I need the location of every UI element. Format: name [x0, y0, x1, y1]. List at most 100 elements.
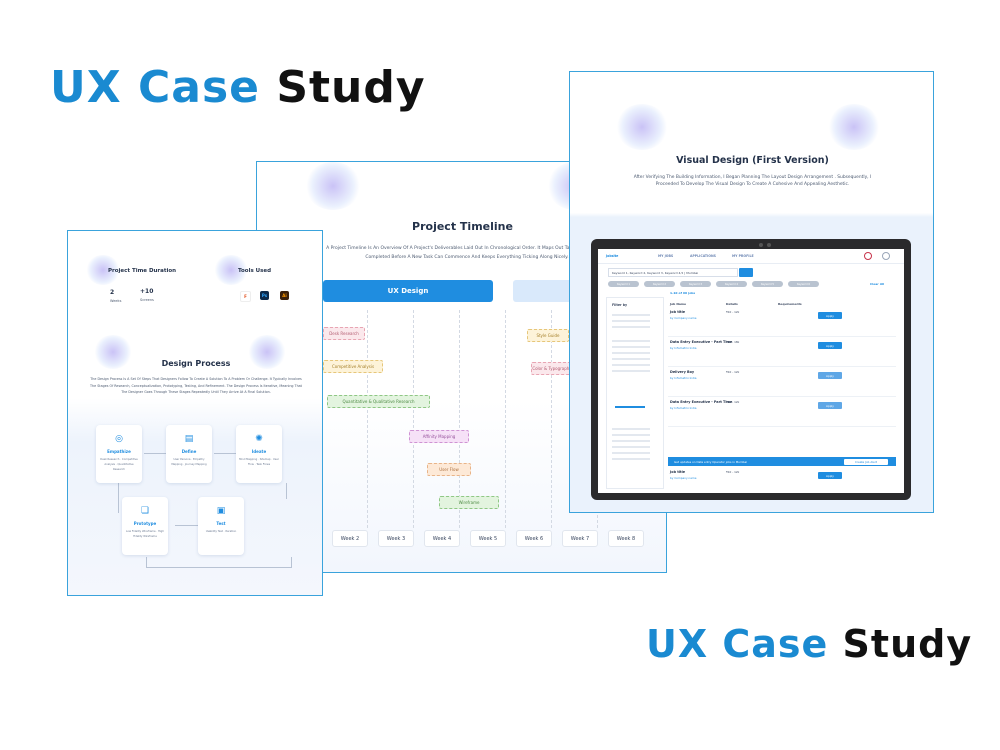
- week-label: Week 5: [470, 530, 506, 547]
- settings-icon[interactable]: [882, 252, 890, 260]
- document-icon: ▤: [184, 434, 194, 444]
- create-job-alert-button[interactable]: Create Job Alert: [844, 458, 888, 465]
- step-empathize: ◎ Empathize Desk Research · Competitive …: [96, 425, 142, 483]
- week-label: Week 6: [516, 530, 552, 547]
- step-description: Mind Mapping · Sitemap · User Flow · Tas…: [239, 458, 279, 466]
- job-salary: ₹10 - 12k: [726, 310, 740, 314]
- salary-slider[interactable]: [615, 406, 645, 408]
- filter-option[interactable]: [612, 458, 650, 460]
- nav-my-jobs[interactable]: MY JOBS: [658, 254, 674, 258]
- step-description: Usability Test · Iteration: [205, 530, 237, 533]
- design-process-card: Project Time Duration Tools Used 2 Weeks…: [67, 230, 323, 596]
- filter-option[interactable]: [612, 314, 650, 316]
- filter-option[interactable]: [612, 346, 650, 348]
- flow-connector: [146, 557, 292, 568]
- weeks-unit: Weeks: [110, 299, 122, 303]
- week-label: Week 7: [562, 530, 598, 547]
- flow-connector: [286, 483, 287, 499]
- eye-icon: ◎: [115, 434, 123, 444]
- design-process-description: The Design Process Is A Set Of Steps Tha…: [90, 377, 302, 394]
- footer-title-part-dark: Study: [842, 622, 973, 666]
- task-wireframe: Wireframe: [439, 496, 499, 509]
- keyword-chip[interactable]: Keyword 3: [680, 281, 711, 287]
- flow-connector: [118, 483, 119, 513]
- job-row[interactable]: Delivery Boy by Infomatrix India ₹10 - 1…: [668, 367, 896, 397]
- job-company: by Infomatrix India: [670, 346, 697, 350]
- keyword-chip[interactable]: Keyword 6: [788, 281, 819, 287]
- job-list: Job Name Details Requirements Job title …: [668, 295, 896, 491]
- app-navbar: Jobsite MY JOBS APPLICATIONS MY PROFILE: [598, 249, 904, 264]
- screens-unit: Screens: [140, 298, 154, 302]
- search-button[interactable]: [739, 268, 753, 277]
- layers-icon: ❏: [140, 506, 150, 516]
- task-user-flow: User Flow: [427, 463, 471, 476]
- task-desk-research: Desk Research: [323, 327, 365, 340]
- task-competitive-analysis: Competitive Analysis: [323, 360, 383, 373]
- flow-connector: [214, 453, 238, 454]
- time-duration-label: Project Time Duration: [108, 268, 177, 274]
- job-title: Job title: [670, 470, 686, 474]
- filter-option[interactable]: [612, 358, 650, 360]
- step-description: User Persona · Empathy Mapping · Journey…: [171, 458, 207, 466]
- keyword-chip[interactable]: Keyword 5: [752, 281, 783, 287]
- apply-button[interactable]: Apply: [818, 402, 842, 409]
- keyword-chip[interactable]: Keyword 2: [644, 281, 675, 287]
- filter-option[interactable]: [612, 340, 650, 342]
- step-prototype: ❏ Prototype Low Fidelity Wireframe · Hig…: [122, 497, 168, 555]
- filter-option[interactable]: [612, 434, 650, 436]
- search-input[interactable]: Keyword 1, Keyword 2, Keyword 3, Keyword…: [608, 268, 738, 277]
- job-title: Data Entry Executive - Part Time: [670, 400, 733, 404]
- filter-option[interactable]: [612, 428, 650, 430]
- decor-blob: [828, 104, 880, 150]
- job-salary: ₹10 - 12k: [726, 370, 740, 374]
- title-part-blue: UX Case: [50, 62, 260, 113]
- banner-text: Get updates on Data entry Operator jobs …: [674, 460, 747, 464]
- filter-option[interactable]: [612, 352, 650, 354]
- filter-option[interactable]: [612, 364, 650, 366]
- decor-blob: [616, 104, 668, 150]
- filter-option[interactable]: [612, 446, 650, 448]
- job-alert-banner: Get updates on Data entry Operator jobs …: [668, 457, 896, 466]
- filter-option[interactable]: [612, 320, 650, 322]
- step-description: Desk Research · Competitive Analysis · Q…: [100, 458, 138, 471]
- lightbulb-icon: ✺: [255, 434, 263, 444]
- job-row[interactable]: Job title by Company name ₹10 - 12k Appl…: [668, 307, 896, 337]
- nav-applications[interactable]: APPLICATIONS: [690, 254, 716, 258]
- apply-button[interactable]: Apply: [818, 372, 842, 379]
- step-test: ▣ Test Usability Test · Iteration: [198, 497, 244, 555]
- job-row[interactable]: Data Entry Executive - Part Time by Info…: [668, 337, 896, 367]
- timeline-description: A Project Timeline Is An Overview Of A P…: [326, 246, 608, 260]
- filter-option[interactable]: [612, 326, 650, 328]
- grid-line: [413, 310, 414, 528]
- apply-button[interactable]: Apply: [818, 472, 842, 479]
- job-salary: ₹10 - 12k: [726, 470, 740, 474]
- clear-all-link[interactable]: Clear All: [870, 282, 885, 286]
- job-company: by Infomatrix India: [670, 406, 697, 410]
- step-define: ▤ Define User Persona · Empathy Mapping …: [166, 425, 212, 483]
- nav-my-profile[interactable]: MY PROFILE: [732, 254, 754, 258]
- decor-blob: [248, 335, 286, 369]
- job-row[interactable]: Job title by Company name ₹10 - 12k Appl…: [668, 467, 896, 493]
- task-color-typography: Color & Typography: [531, 362, 573, 375]
- notification-icon[interactable]: [864, 252, 872, 260]
- week-label: Week 4: [424, 530, 460, 547]
- job-company: by Company name: [670, 316, 697, 320]
- filter-option[interactable]: [612, 452, 650, 454]
- col-details: Details: [726, 302, 738, 306]
- footer-title-part-blue: UX Case: [646, 622, 829, 666]
- apply-button[interactable]: Apply: [818, 312, 842, 319]
- keyword-chip[interactable]: Keyword 4: [716, 281, 747, 287]
- visual-design-description: After Verifying The Building Information…: [633, 175, 872, 187]
- camera-dot: [767, 243, 771, 247]
- filter-option[interactable]: [612, 440, 650, 442]
- job-row[interactable]: Data Entry Executive - Part Time by Info…: [668, 397, 896, 427]
- task-research: Quantitative & Qualitative Research: [327, 395, 430, 408]
- decor-blob: [86, 255, 120, 285]
- tablet-mockup: Jobsite MY JOBS APPLICATIONS MY PROFILE …: [591, 239, 911, 500]
- flow-connector: [175, 525, 199, 526]
- keyword-chip[interactable]: Keyword 1: [608, 281, 639, 287]
- photoshop-icon: Ps: [260, 291, 269, 300]
- design-process-title: Design Process: [161, 359, 231, 368]
- filter-option[interactable]: [612, 370, 650, 372]
- apply-button[interactable]: Apply: [818, 342, 842, 349]
